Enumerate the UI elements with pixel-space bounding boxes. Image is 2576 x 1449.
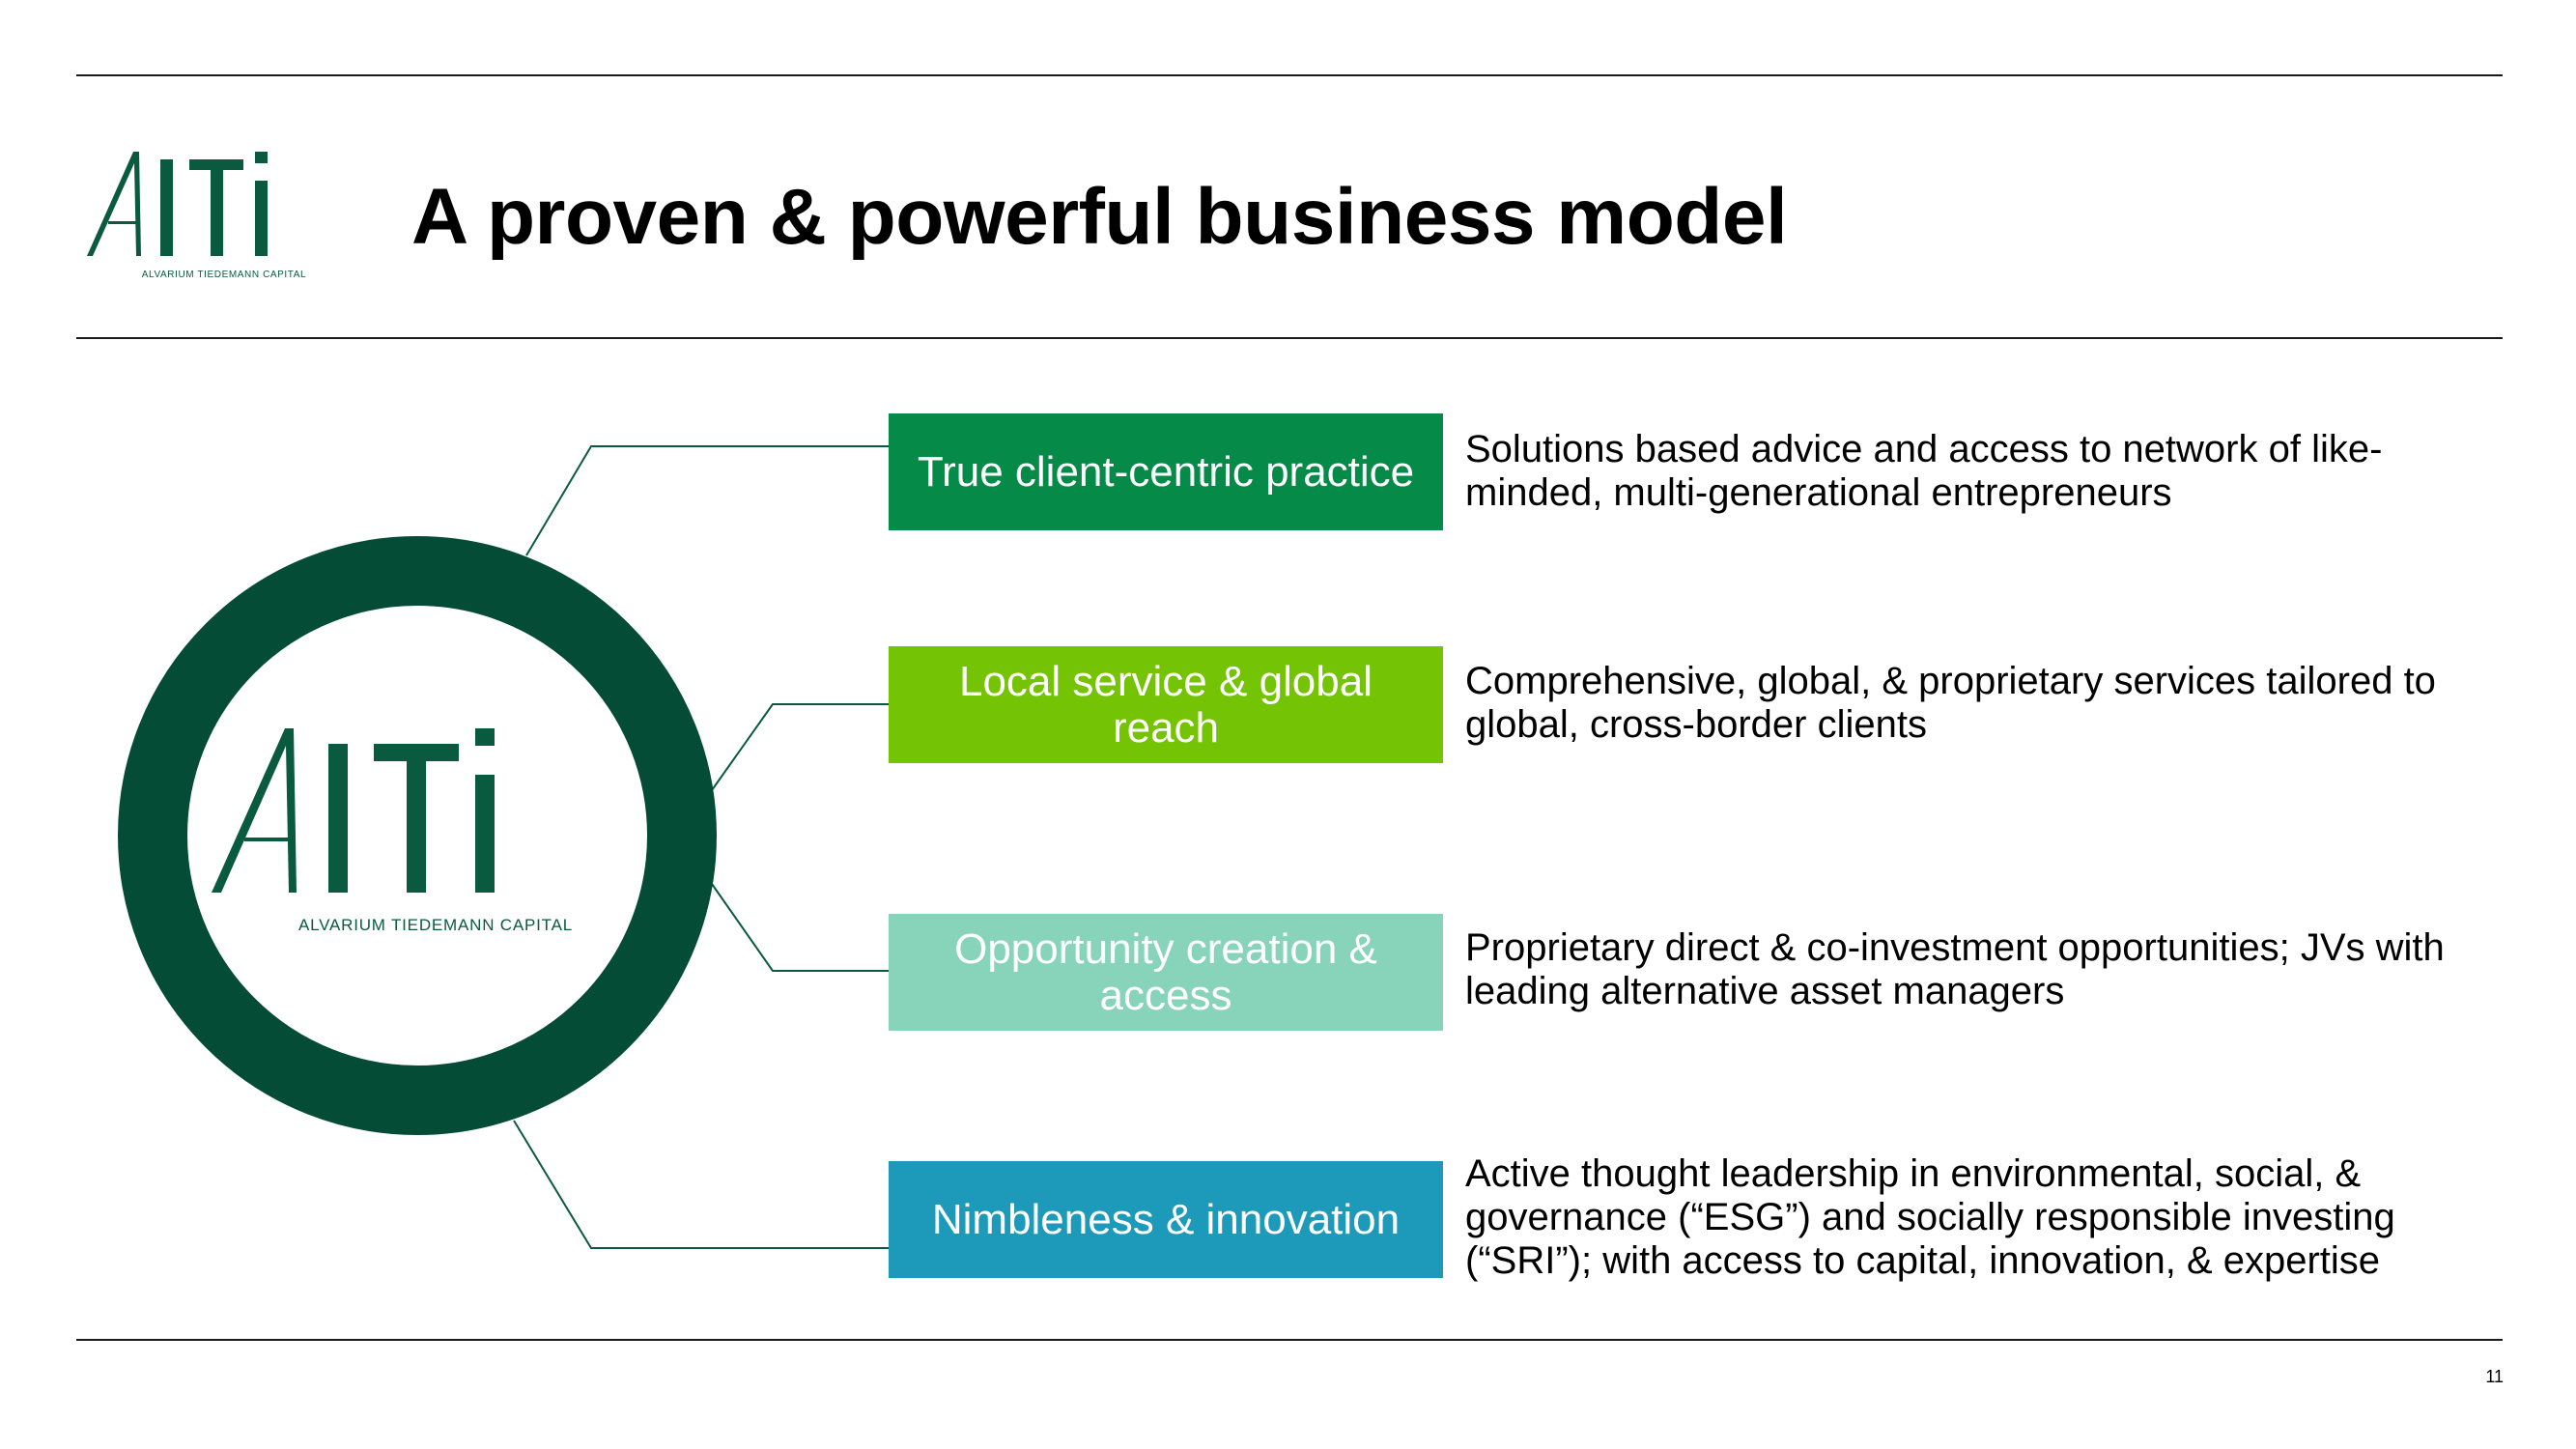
pillar-description-innovation: Active thought leadership in environment… [1465,1152,2395,1282]
connector-line-1 [525,445,889,556]
alti-wordmark-icon [212,728,495,893]
logo-tagline: ALVARIUM TIEDEMANN CAPITAL [141,270,307,280]
page-number: 11 [2485,1367,2504,1386]
slide-title: A proven & powerful business model [411,173,1788,261]
center-logo-tagline: ALVARIUM TIEDEMANN CAPITAL [297,916,574,934]
center-logo: ALVARIUM TIEDEMANN CAPITAL [208,726,584,934]
pillar-description-opportunity: Proprietary direct & co-investment oppor… [1465,926,2445,1012]
top-divider [76,74,2503,76]
pillar-description-client-centric: Solutions based advice and access to net… [1465,428,2383,514]
connector-line-4 [513,1120,889,1249]
pillar-label-client-centric: True client-centric practice [889,413,1443,530]
pillar-label-opportunity: Opportunity creation & access [889,914,1443,1031]
header-logo: ALVARIUM TIEDEMANN CAPITAL [83,150,325,285]
alti-wordmark-icon [87,152,268,256]
pillar-label-global-reach: Local service & global reach [889,646,1443,763]
pillar-description-global-reach: Comprehensive, global, & proprietary ser… [1465,660,2436,746]
footer-divider [76,1339,2503,1341]
connector-line-3 [711,883,889,972]
header-divider [76,337,2503,339]
connector-line-2 [711,703,889,791]
pillar-label-innovation: Nimbleness & innovation [889,1161,1443,1278]
